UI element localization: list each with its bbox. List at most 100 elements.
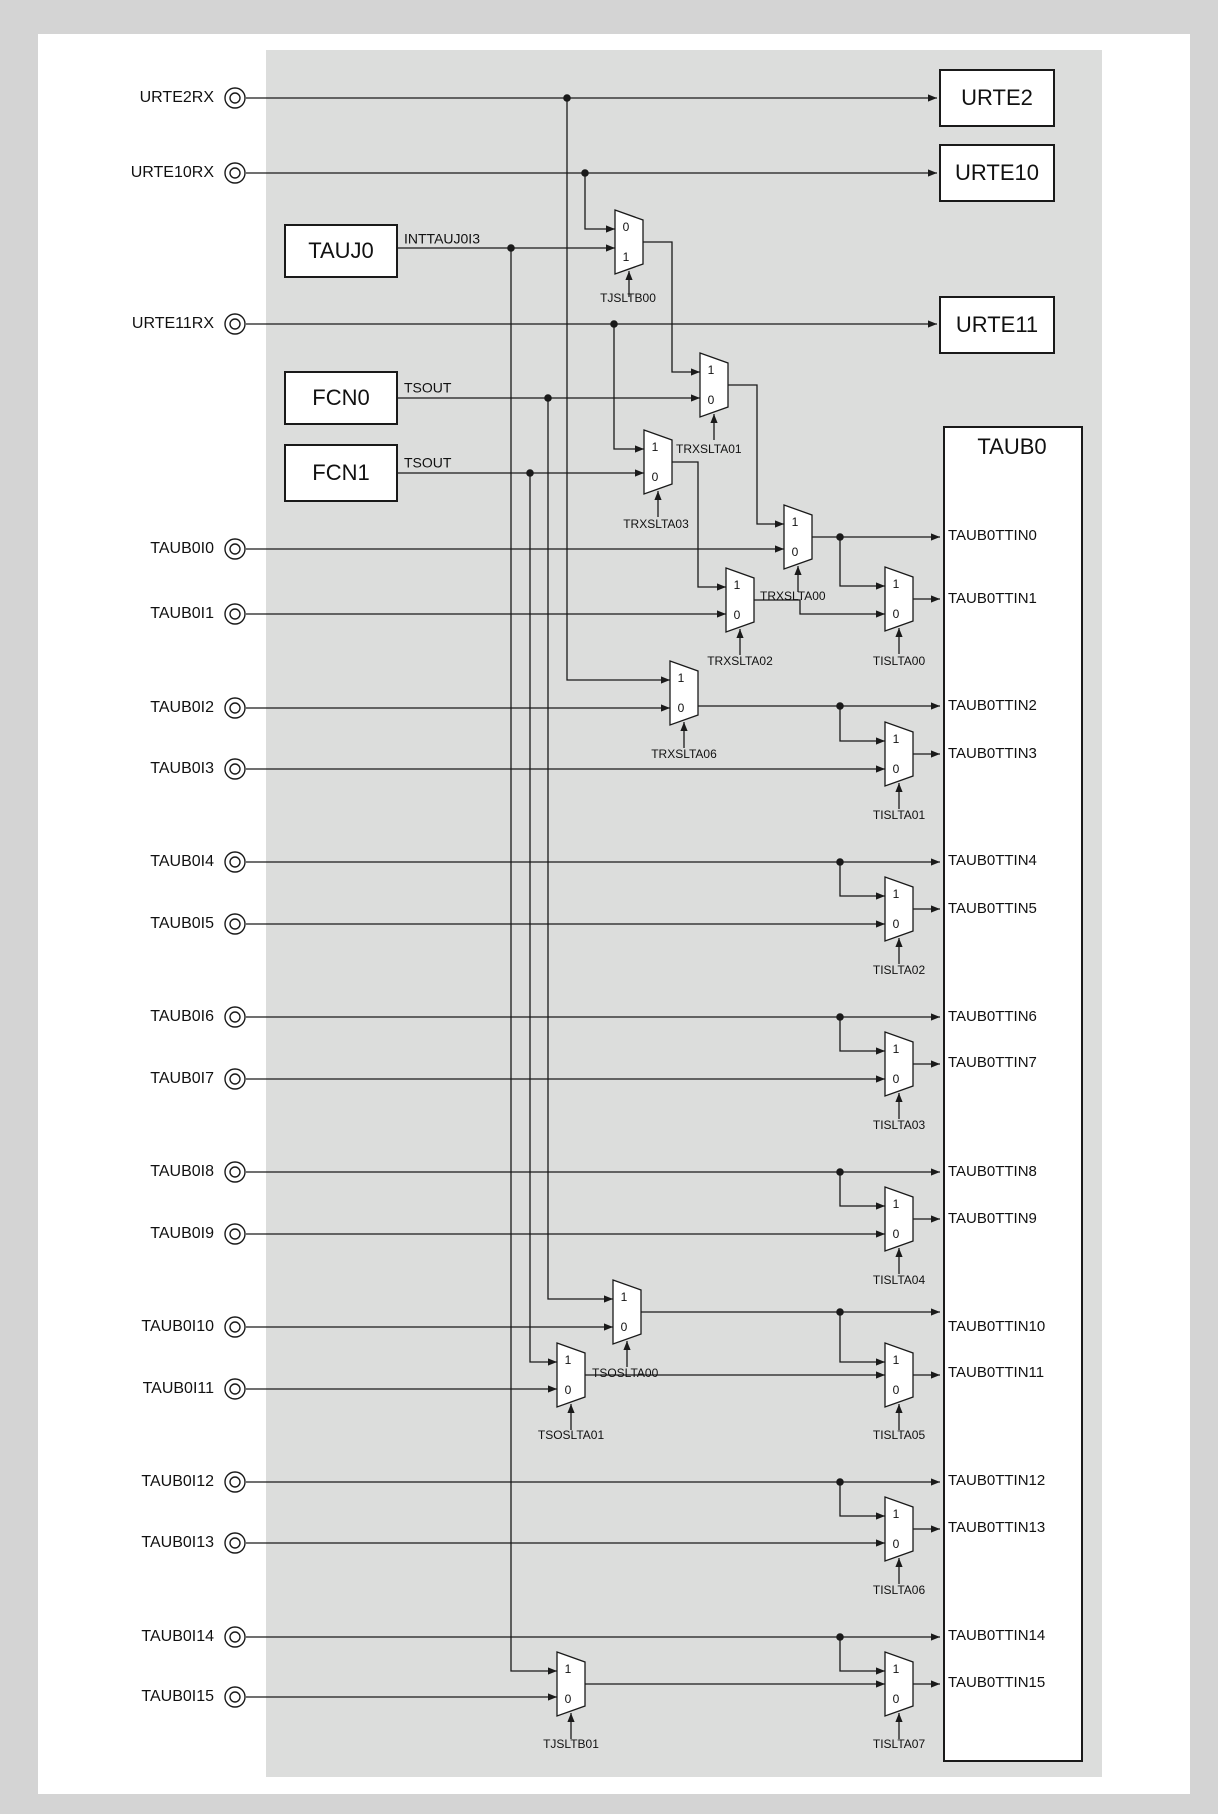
mux-input-top-tislta03: 1	[893, 1042, 900, 1056]
wire	[839, 706, 885, 745]
input-pin-inner	[229, 92, 241, 104]
mux-label-trxslta00: TRXSLTA00	[760, 589, 826, 603]
output-label-taub0ttin5: TAUB0TTIN5	[948, 900, 1037, 917]
diagram-nodes: URTE2RXURTE10RXURTE11RXTAUB0I0TAUB0I1TAU…	[131, 69, 1083, 1762]
mux-tislta01	[884, 721, 914, 787]
junction-dot	[836, 702, 844, 710]
junction-dot	[836, 1308, 844, 1316]
mux-input-top-trxslta02: 1	[734, 578, 741, 592]
wire	[839, 1482, 885, 1520]
mux-input-top-tislta05: 1	[893, 1353, 900, 1367]
input-pin-inner	[229, 543, 241, 555]
input-pin-inner	[229, 856, 241, 868]
input-label-urte2rx: URTE2RX	[140, 89, 215, 106]
mux-input-bottom-tislta00: 0	[893, 607, 900, 621]
junction-dot	[836, 1168, 844, 1176]
mux-label-tislta00: TISLTA00	[873, 654, 926, 668]
output-label-taub0ttin8: TAUB0TTIN8	[948, 1163, 1037, 1180]
mux-label-trxslta03: TRXSLTA03	[623, 517, 689, 531]
block-fcn0	[284, 371, 398, 425]
mux-input-top-tsoslta01: 1	[565, 1353, 572, 1367]
mux-tislta02	[884, 876, 914, 942]
mux-input-bottom-tislta04: 0	[893, 1227, 900, 1241]
mux-input-top-tjsltb00: 0	[623, 220, 630, 234]
input-pin-inner	[229, 167, 241, 179]
mux-input-bottom-tislta07: 0	[893, 1692, 900, 1706]
output-label-taub0ttin13: TAUB0TTIN13	[948, 1519, 1045, 1536]
mux-input-top-tislta07: 1	[893, 1662, 900, 1676]
mux-input-top-tislta02: 1	[893, 887, 900, 901]
mux-tislta03	[884, 1031, 914, 1097]
mux-label-tislta03: TISLTA03	[873, 1118, 926, 1132]
mux-input-top-tsoslta00: 1	[621, 1290, 628, 1304]
mux-input-bottom-trxslta00: 0	[792, 545, 799, 559]
block-label-urte2: URTE2	[961, 85, 1033, 110]
input-pin-inner	[229, 1537, 241, 1549]
wire	[839, 1172, 885, 1210]
input-label-taub0i0: TAUB0I0	[150, 540, 214, 557]
input-pin-inner	[229, 1383, 241, 1395]
input-label-taub0i5: TAUB0I5	[150, 915, 214, 932]
junction-dot	[836, 858, 844, 866]
input-label-taub0i10: TAUB0I10	[141, 1318, 214, 1335]
mux-input-bottom-tsoslta00: 0	[621, 1320, 628, 1334]
junction-dot	[836, 1013, 844, 1021]
junction-dots	[507, 94, 844, 1641]
input-label-taub0i13: TAUB0I13	[141, 1534, 214, 1551]
mux-label-trxslta01: TRXSLTA01	[676, 442, 742, 456]
input-pin-inner	[229, 702, 241, 714]
block-label-tauj0: TAUJ0	[308, 238, 374, 263]
wire	[643, 241, 700, 376]
mux-input-bottom-trxslta06: 0	[678, 701, 685, 715]
block-label-fcn0: FCN0	[312, 385, 369, 410]
wire	[728, 384, 784, 528]
mux-tislta05	[884, 1342, 914, 1408]
mux-tislta07	[884, 1651, 914, 1717]
mux-tislta04	[884, 1186, 914, 1252]
input-pin-inner	[229, 918, 241, 930]
input-label-taub0i6: TAUB0I6	[150, 1008, 214, 1025]
input-label-taub0i7: TAUB0I7	[150, 1070, 214, 1087]
wire	[566, 98, 670, 684]
mux-tislta00	[884, 566, 914, 632]
input-pin-inner	[229, 1476, 241, 1488]
output-label-taub0ttin0: TAUB0TTIN0	[948, 527, 1037, 544]
wire	[839, 862, 885, 900]
block-label-urte11: URTE11	[956, 312, 1038, 337]
input-label-taub0i15: TAUB0I15	[141, 1688, 214, 1705]
mux-trxslta00	[783, 504, 813, 570]
mux-input-top-trxslta01: 1	[708, 363, 715, 377]
mux-input-top-tislta00: 1	[893, 577, 900, 591]
mux-input-top-tislta04: 1	[893, 1197, 900, 1211]
block-fcn1	[284, 444, 398, 502]
output-label-taub0ttin3: TAUB0TTIN3	[948, 745, 1037, 762]
output-label-taub0ttin2: TAUB0TTIN2	[948, 697, 1037, 714]
mux-input-bottom-trxslta03: 0	[652, 470, 659, 484]
mux-input-top-trxslta00: 1	[792, 515, 799, 529]
wire	[584, 173, 615, 233]
junction-dot	[610, 320, 618, 328]
mux-input-bottom-tjsltb01: 0	[565, 1692, 572, 1706]
input-label-taub0i11: TAUB0I11	[143, 1380, 215, 1397]
input-pin-inner	[229, 1073, 241, 1085]
input-label-taub0i9: TAUB0I9	[150, 1225, 214, 1242]
input-pin-inner	[229, 1228, 241, 1240]
junction-dot	[581, 169, 589, 177]
mux-tsoslta00	[612, 1279, 642, 1345]
output-label-taub0ttin4: TAUB0TTIN4	[948, 852, 1037, 869]
mux-label-tjsltb01: TJSLTB01	[543, 1737, 599, 1751]
input-pin-inner	[229, 318, 241, 330]
mux-label-tjsltb00: TJSLTB00	[600, 291, 656, 305]
block-taub0	[943, 426, 1083, 1762]
block-label-fcn1: FCN1	[312, 460, 369, 485]
mux-trxslta02	[725, 567, 755, 633]
input-pin-inner	[229, 1631, 241, 1643]
output-label-taub0ttin10: TAUB0TTIN10	[948, 1318, 1045, 1335]
input-label-urte10rx: URTE10RX	[131, 164, 215, 181]
mux-input-bottom-trxslta02: 0	[734, 608, 741, 622]
input-label-urte11rx: URTE11RX	[132, 315, 214, 332]
wire	[510, 248, 557, 1675]
mux-input-top-tislta01: 1	[893, 732, 900, 746]
mux-label-tislta06: TISLTA06	[873, 1583, 926, 1597]
block-urte10	[939, 144, 1055, 202]
